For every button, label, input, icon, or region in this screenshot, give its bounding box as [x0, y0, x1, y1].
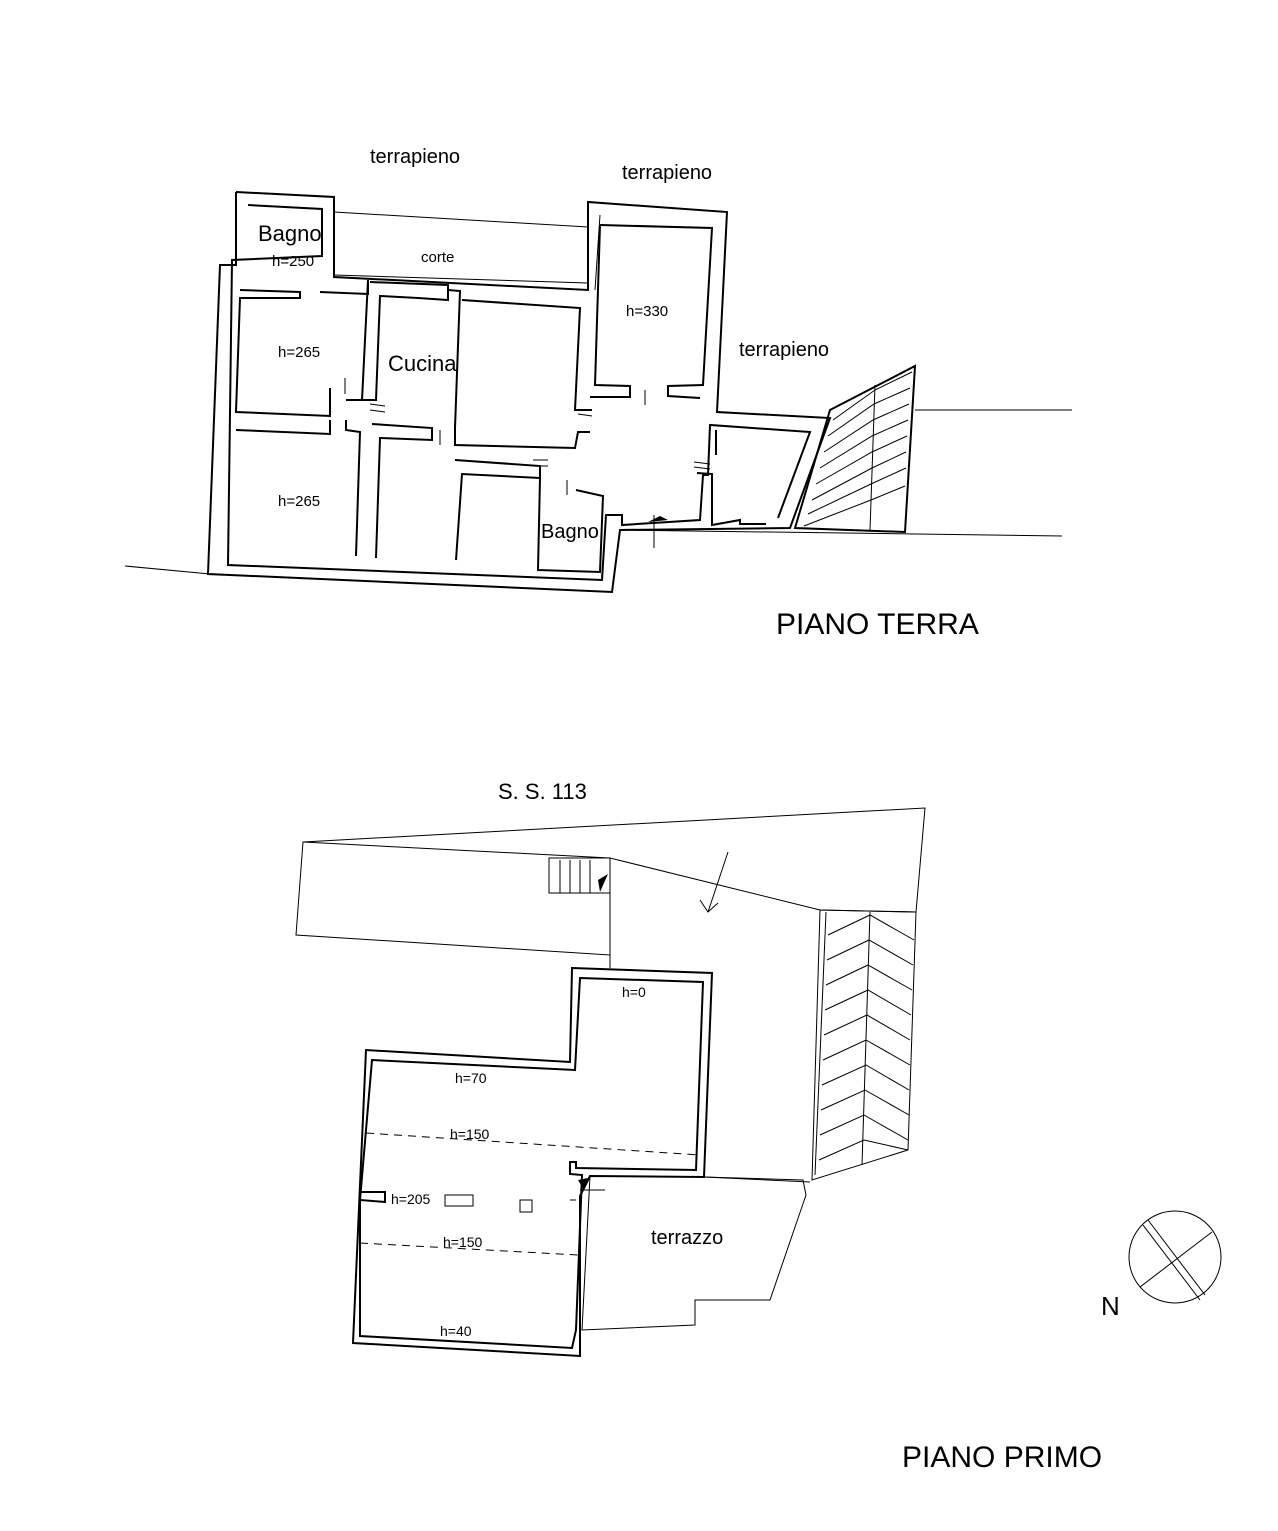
wall-cucina-right	[447, 289, 590, 450]
wall-room-a-right	[319, 279, 369, 401]
wall-cucina-lower	[371, 423, 433, 559]
label-h0: h=0	[622, 984, 646, 1000]
label-road: S. S. 113	[498, 779, 587, 804]
first-floor-inner-wall	[358, 976, 705, 1350]
road-edge	[302, 841, 611, 859]
wall-room-b	[461, 299, 592, 411]
north-arrow-icon	[1128, 1210, 1222, 1304]
outer-wall	[206, 191, 832, 594]
line-h150-a	[365, 1132, 701, 1156]
inner-wall-outline	[226, 204, 812, 582]
label-h250: h=250	[272, 253, 314, 270]
label-h330: h=330	[626, 303, 668, 320]
label-h205: h=205	[391, 1191, 431, 1207]
ground-line-left	[124, 565, 211, 575]
label-corte: corte	[421, 249, 454, 266]
wall-center-2	[345, 420, 362, 557]
staircase-first	[811, 909, 917, 1181]
label-h265-b: h=265	[278, 493, 320, 510]
wall-right-room	[696, 472, 766, 527]
title-piano-primo: PIANO PRIMO	[902, 1441, 1102, 1474]
ground-floor-plan: terrapieno terrapieno terrapieno Bagno h…	[124, 146, 1072, 641]
label-bagno-bottom: Bagno	[541, 521, 599, 543]
label-bagno-top: Bagno	[258, 221, 322, 246]
wall-bagno-side	[536, 477, 605, 574]
label-terrapieno-right-top: terrapieno	[622, 162, 712, 184]
wall-bagno	[454, 459, 541, 561]
label-h40: h=40	[440, 1323, 472, 1339]
slope-arrow-head	[699, 899, 719, 913]
road-area	[295, 807, 926, 956]
room-h330-left	[590, 224, 631, 398]
staircase-small	[548, 857, 611, 894]
label-terrazzo: terrazzo	[651, 1227, 723, 1249]
wall-room-a	[234, 289, 331, 418]
room-h330-wall	[599, 224, 714, 399]
terrazzo-outline	[581, 1175, 807, 1331]
ground-line-right	[619, 529, 1063, 537]
slope-arrow	[707, 851, 729, 913]
label-h150-a: h=150	[450, 1126, 490, 1142]
wall-cucina-top	[362, 281, 449, 401]
pillar	[519, 1199, 533, 1213]
chimney	[444, 1194, 474, 1207]
entrance-arrow-head	[648, 516, 668, 522]
wall-center	[235, 420, 331, 436]
staircase-ground	[793, 364, 917, 534]
corte-wall-bottom	[333, 274, 589, 284]
label-h265-a: h=265	[278, 344, 320, 361]
stair-marker	[578, 1178, 588, 1190]
door-marks	[344, 378, 711, 495]
label-cucina: Cucina	[388, 351, 457, 376]
first-floor-plan: S. S. 113	[295, 779, 1102, 1474]
terrazzo-top	[703, 1176, 811, 1183]
label-north: N	[1101, 1291, 1120, 1321]
label-terrapieno-right: terrapieno	[739, 339, 829, 361]
title-piano-terra: PIANO TERRA	[776, 608, 979, 641]
corte-wall-top	[333, 211, 589, 228]
label-h150-b: h=150	[443, 1234, 483, 1250]
label-h70: h=70	[455, 1070, 487, 1086]
first-floor-outer-wall	[351, 966, 714, 1358]
label-terrapieno-top: terrapieno	[370, 146, 460, 168]
